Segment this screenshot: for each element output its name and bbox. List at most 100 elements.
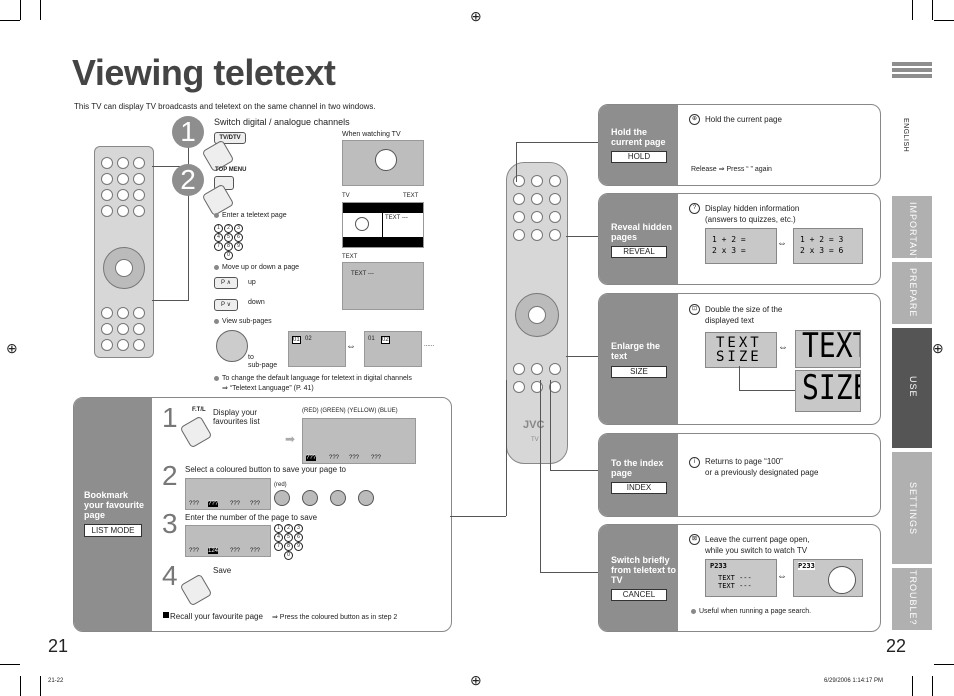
bullet-icon <box>214 376 219 381</box>
move-page-text: Move up or down a page <box>222 264 300 271</box>
yellow-button[interactable] <box>330 490 346 506</box>
bookmark-step-2-text: Select a coloured button to save your pa… <box>185 465 346 474</box>
cancel-button[interactable]: CANCEL <box>611 589 667 601</box>
bookmark-step-4-number: 4 <box>162 560 178 591</box>
up-label: up <box>248 279 256 286</box>
bookmark-step-3-text: Enter the number of the page to save <box>185 513 318 522</box>
registration-mark-icon: ⊕ <box>470 8 482 24</box>
tab-use[interactable]: USE <box>892 328 932 448</box>
hold-button[interactable]: HOLD <box>611 151 667 163</box>
index-button[interactable]: INDEX <box>611 482 667 494</box>
size-text-1: Double the size of the <box>705 305 783 314</box>
red-button[interactable] <box>274 490 290 506</box>
page-up-button[interactable]: P ∧ <box>214 277 238 289</box>
hold-text: Hold the current page <box>705 115 782 124</box>
slot-2: ??? <box>208 501 219 507</box>
list-mode-button[interactable]: LIST MODE <box>84 524 142 537</box>
reveal-button[interactable]: REVEAL <box>611 246 667 258</box>
recall-text: Recall your favourite page <box>170 612 263 621</box>
cancel-text-1: Leave the current page open, <box>705 535 810 544</box>
bullet-icon <box>691 609 696 614</box>
page-down-button[interactable]: P ∨ <box>214 299 238 311</box>
ftl-key-label: F.T/L <box>192 407 206 413</box>
page-title: Viewing teletext <box>72 52 336 93</box>
to-label: to <box>248 354 254 361</box>
bookmark-step-1-number: 1 <box>162 402 178 433</box>
footer-left: 21-22 <box>48 678 64 684</box>
hold-panel: Hold the current page HOLD ⊕ Hold the cu… <box>598 104 881 186</box>
num-slot-1: ??? <box>189 548 200 554</box>
reveal-title: Reveal hidden pages <box>611 222 673 242</box>
change-language-text: To change the default language for telet… <box>222 375 412 382</box>
cancel-text-2: while you switch to watch TV <box>705 546 808 555</box>
section-marker <box>892 68 932 72</box>
language-label: ENGLISH <box>902 118 909 153</box>
intro-text: This TV can display TV broadcasts and te… <box>74 102 376 111</box>
page-number-label: P233 <box>710 562 727 570</box>
down-label: down <box>248 299 265 306</box>
tab-prepare[interactable]: PREPARE <box>892 262 932 324</box>
favourites-list-image: ??? ??? ??? ??? <box>302 418 416 464</box>
slot-3: ??? <box>230 501 241 507</box>
reveal-icon: ? <box>689 203 700 214</box>
page-number-right: 22 <box>886 636 907 656</box>
tv-label: TV <box>342 193 350 199</box>
cancel-panel: Switch briefly from teletext to TV CANCE… <box>598 524 881 632</box>
hold-icon: ⊕ <box>689 114 700 125</box>
fav-slot-red: ??? <box>306 455 317 461</box>
tab-settings[interactable]: SETTINGS <box>892 452 932 564</box>
sub-b2: 02 <box>381 336 390 344</box>
remote-brand: JVC <box>523 419 545 431</box>
green-button[interactable] <box>302 490 318 506</box>
quiz-a1: 1 + 2 = 3 <box>800 235 844 244</box>
useful-text: Useful when running a page search. <box>699 608 812 615</box>
quiz-q2: 2 x 3 = <box>712 246 746 255</box>
text-label: TEXT <box>403 193 419 199</box>
blue-button[interactable] <box>358 490 374 506</box>
view-sub-text: View sub-pages <box>222 318 272 325</box>
quiz-q1: 1 + 2 = <box>712 235 746 244</box>
bullet-icon <box>214 319 219 324</box>
quiz-after-image: 1 + 2 = 3 2 x 3 = 6 <box>793 228 863 264</box>
bullet-icon <box>214 213 219 218</box>
registration-mark-icon: ⊕ <box>6 340 18 356</box>
cursor-pad-icon <box>216 330 248 362</box>
sub-a1: 01 <box>292 336 301 344</box>
normal-size-image: TEXT SIZE <box>705 332 777 368</box>
double-arrow-icon: ⇔ <box>777 571 787 582</box>
double-size-bottom-image: SIZE <box>795 370 861 412</box>
fav-slot-blue: ??? <box>371 455 382 461</box>
tab-trouble[interactable]: TROUBLE? <box>892 568 932 630</box>
select-colour-image: ??? ??? ??? ??? <box>185 478 271 510</box>
tab-important[interactable]: IMPORTANT! <box>892 196 932 267</box>
size-text-2: displayed text <box>705 316 754 325</box>
page-number-left: 21 <box>48 636 69 656</box>
bookmark-panel <box>73 397 452 632</box>
cancel-title: Switch briefly from teletext to TV <box>611 555 677 585</box>
small-size: SIZE <box>716 349 762 365</box>
step-2-number: 2 <box>172 164 204 196</box>
index-panel: To the index page INDEX i Returns to pag… <box>598 433 881 517</box>
quiz-a2: 2 x 3 = 6 <box>800 246 844 255</box>
when-watching-label: When watching TV <box>342 131 401 138</box>
reveal-text-1: Display hidden information <box>705 204 800 213</box>
bookmark-step-4-text: Save <box>213 566 232 575</box>
quiz-before-image: 1 + 2 = 2 x 3 = <box>705 228 777 264</box>
teletext-page-image: P233 TEXT --- TEXT --- <box>705 559 777 597</box>
size-icon: ⊡ <box>689 304 700 315</box>
top-menu-label: TOP MENU <box>215 167 247 173</box>
sub-a2: 02 <box>305 336 312 342</box>
slot-4: ??? <box>250 501 261 507</box>
size-button[interactable]: SIZE <box>611 366 667 378</box>
double-size-image: TEXT <box>795 330 861 368</box>
recall-tail: ⇒ Press the coloured button as in step 2 <box>272 614 398 621</box>
page-number-label-2: P233 <box>798 562 815 570</box>
section-marker <box>892 74 932 78</box>
release-text: Release ⇒ Press “ ” again <box>691 166 772 173</box>
bookmark-step-2-number: 2 <box>162 460 178 491</box>
enter-number-image: ??? 124 ??? ??? <box>185 525 271 557</box>
index-title: To the index page <box>611 458 664 478</box>
arrow-right-icon: ➡ <box>285 432 296 446</box>
